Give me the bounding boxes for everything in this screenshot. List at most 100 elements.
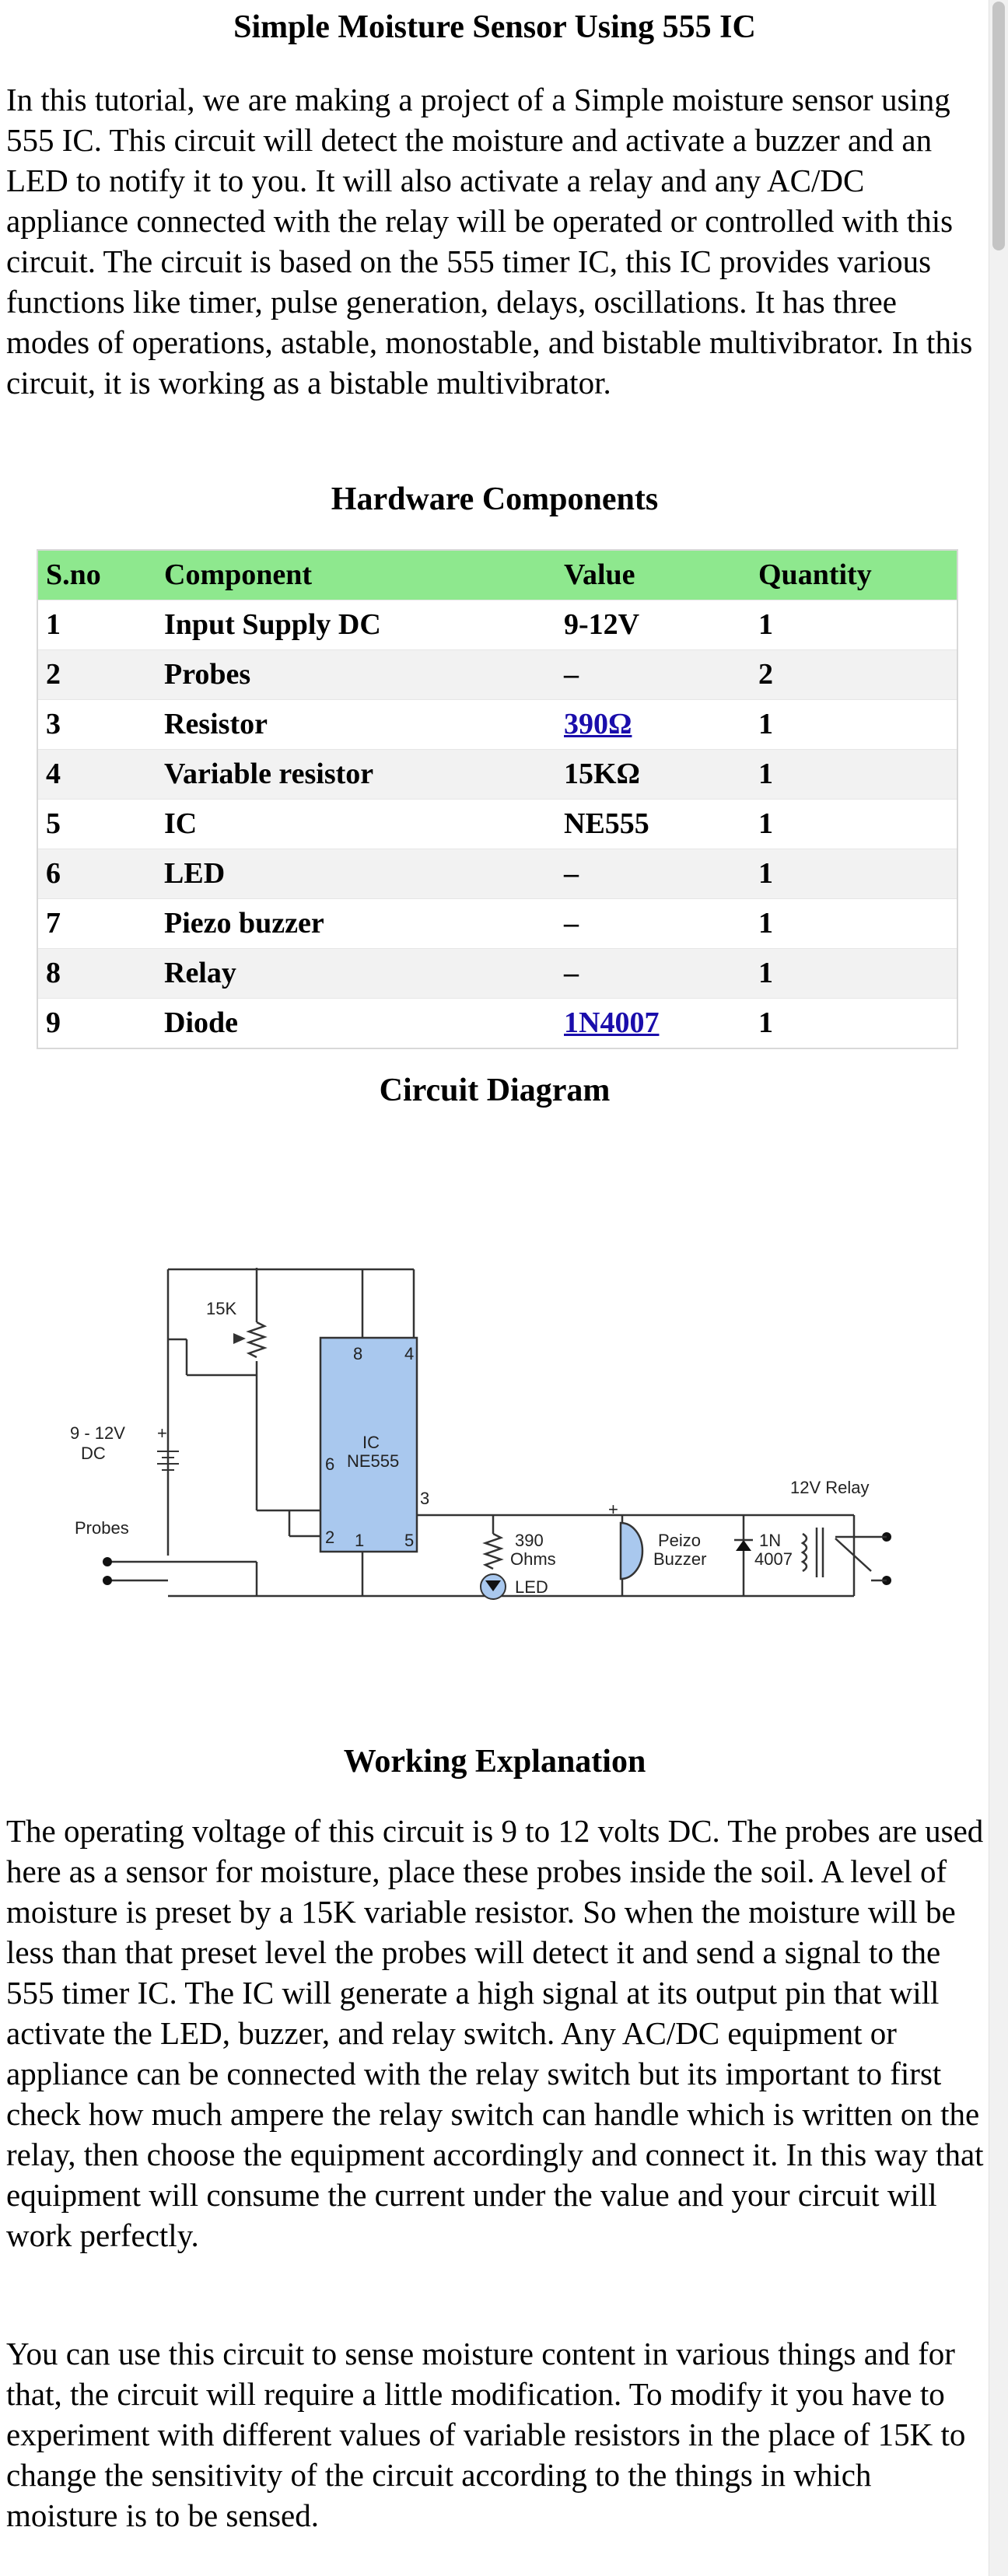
probe-terminal-icon: [103, 1557, 112, 1566]
resistor-unit-label: Ohms: [510, 1549, 556, 1569]
relay-switch-icon: [835, 1538, 872, 1572]
cell-quantity: 1: [758, 708, 773, 740]
pin-8-label: 8: [353, 1344, 362, 1363]
cell-component: Variable resistor: [164, 758, 374, 790]
pin-4-label: 4: [404, 1344, 414, 1363]
cell-component: Input Supply DC: [164, 608, 381, 641]
header-quantity: Quantity: [758, 558, 872, 591]
scrollbar-thumb[interactable]: [992, 2, 1005, 250]
table-row: 9 Diode 1N4007 1: [37, 998, 957, 1049]
battery-symbol: [157, 1451, 179, 1471]
cell-component: IC: [164, 807, 198, 840]
table-row: 4 Variable resistor 15KΩ 1: [37, 749, 957, 800]
cell-component: Piezo buzzer: [164, 907, 324, 940]
cell-component: Probes: [164, 658, 251, 691]
resistor-value-link[interactable]: 390Ω: [564, 708, 632, 740]
cell-sno: 3: [46, 708, 61, 740]
diode-value-link[interactable]: 1N4007: [564, 1006, 660, 1039]
cell-sno: 2: [46, 658, 61, 691]
led-diode-icon: [485, 1580, 501, 1591]
cell-quantity: 1: [758, 758, 773, 790]
hardware-components-table: S.no Component Value Quantity 1 Input Su…: [37, 549, 958, 1049]
cell-quantity: 2: [758, 658, 773, 691]
working-paragraph-1: The operating voltage of this circuit is…: [6, 1813, 984, 2253]
cell-quantity: 1: [758, 608, 773, 641]
cell-value: –: [564, 857, 579, 890]
header-sno: S.no: [46, 558, 101, 591]
cell-quantity: 1: [758, 807, 773, 840]
cell-component: LED: [164, 857, 226, 890]
cell-value: 1N4007: [556, 999, 751, 1049]
ic-ne555-block: [319, 1336, 418, 1553]
cell-value: –: [564, 907, 579, 940]
cell-sno: 6: [46, 857, 61, 890]
cell-sno: 1: [46, 608, 61, 641]
supply-dc-label: DC: [81, 1444, 106, 1463]
ic-model-label: NE555: [347, 1451, 399, 1471]
cell-value: –: [564, 658, 579, 691]
table-row: 6 LED – 1: [37, 849, 957, 899]
pin-2-label: 2: [325, 1528, 334, 1547]
hardware-components-heading: Hardware Components: [331, 481, 659, 517]
probes-label: Probes: [75, 1518, 129, 1538]
cell-component: Resistor: [164, 708, 268, 740]
supply-plus-label: +: [157, 1423, 167, 1443]
potentiometer-symbol: [246, 1321, 268, 1359]
cell-value: 9-12V: [564, 608, 640, 641]
wiper-arrow-icon: [233, 1333, 246, 1344]
supply-voltage-label: 9 - 12V: [70, 1423, 125, 1443]
pot-label: 15K: [206, 1299, 236, 1318]
pin-6-label: 6: [325, 1454, 334, 1474]
cell-sno: 7: [46, 907, 61, 940]
cell-sno: 4: [46, 758, 61, 790]
pin-1-label: 1: [355, 1531, 364, 1550]
buzzer-plus-label: +: [608, 1500, 618, 1519]
table-row: 3 Resistor 390Ω 1: [37, 699, 957, 750]
relay-coil-icon: [800, 1532, 808, 1573]
cell-quantity: 1: [758, 957, 773, 989]
probe-terminal-icon: [103, 1576, 112, 1585]
cell-value: NE555: [564, 807, 649, 840]
header-component: Component: [164, 558, 313, 591]
resistor-value-label: 390: [515, 1531, 544, 1550]
circuit-schematic: 15K 9 - 12V DC + Probes IC NE555 8 4 6 2: [70, 1268, 891, 1600]
working-explanation-heading: Working Explanation: [343, 1744, 646, 1780]
cell-sno: 8: [46, 957, 61, 989]
table-row: 8 Relay – 1: [37, 948, 957, 999]
intro-paragraph: In this tutorial, we are making a projec…: [6, 82, 973, 401]
table-row: 2 Probes – 2: [37, 649, 957, 700]
buzzer-label-2: Buzzer: [653, 1549, 706, 1569]
cell-component: Diode: [164, 1006, 238, 1039]
led-label: LED: [515, 1577, 548, 1597]
header-value: Value: [564, 558, 635, 591]
cell-value: 15KΩ: [564, 758, 640, 790]
vertical-scrollbar[interactable]: [989, 0, 1008, 2576]
cell-sno: 9: [46, 1006, 61, 1039]
cell-sno: 5: [46, 807, 61, 840]
table-row: 7 Piezo buzzer – 1: [37, 898, 957, 949]
cell-quantity: 1: [758, 907, 773, 940]
cell-value: 390Ω: [556, 700, 751, 750]
ic-label: IC: [362, 1433, 380, 1452]
relay-label: 12V Relay: [790, 1478, 870, 1497]
circuit-diagram: 15K 9 - 12V DC + Probes IC NE555 8 4 6 2: [70, 1244, 941, 1618]
pin-5-label: 5: [404, 1531, 414, 1550]
resistor-symbol: [482, 1532, 504, 1570]
table-row: 1 Input Supply DC 9-12V 1: [37, 600, 957, 650]
table-header-row: S.no Component Value Quantity: [37, 550, 957, 600]
cell-component: Relay: [164, 957, 236, 989]
cell-quantity: 1: [758, 857, 773, 890]
cell-value: –: [564, 957, 579, 989]
table-row: 5 IC NE555 1: [37, 799, 957, 849]
page-title: Simple Moisture Sensor Using 555 IC: [233, 9, 756, 45]
buzzer-label-1: Peizo: [658, 1531, 701, 1550]
diode-label-2: 4007: [754, 1549, 793, 1569]
circuit-wires: [109, 1268, 856, 1598]
diode-label-1: 1N: [759, 1531, 781, 1550]
diode-icon: [736, 1540, 751, 1551]
working-paragraph-2: You can use this circuit to sense moistu…: [6, 2336, 966, 2533]
buzzer-icon: [619, 1521, 644, 1580]
pin-3-label: 3: [420, 1489, 429, 1508]
circuit-diagram-heading: Circuit Diagram: [379, 1073, 611, 1108]
